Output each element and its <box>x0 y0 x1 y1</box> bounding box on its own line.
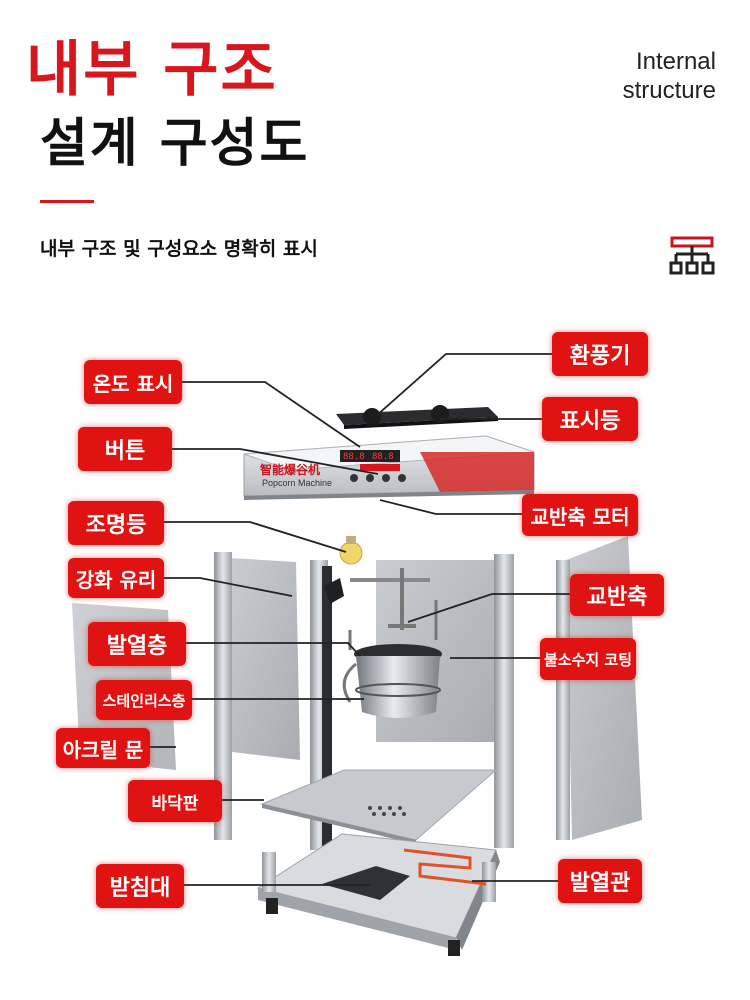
structure-icon <box>669 236 715 275</box>
brand-cn: 智能爆谷机 <box>259 462 320 477</box>
page-subtitle: 내부 구조 및 구성요소 명확히 표시 <box>40 238 318 260</box>
english-title-line2: structure <box>622 76 716 104</box>
label-stand: 받침대 <box>96 864 184 908</box>
leader-stir-shaft <box>407 593 570 623</box>
leader-lines <box>150 353 570 886</box>
leader-fan <box>375 353 552 417</box>
left-frame-post <box>214 552 232 840</box>
fan-lid <box>336 405 498 429</box>
left-glass-panel <box>230 558 300 760</box>
right-door-frame <box>556 560 570 840</box>
label-temp-display: 온도 표시 <box>84 360 182 404</box>
label-heating-tube: 발열관 <box>558 859 642 903</box>
leader-tempered-glass <box>164 577 293 597</box>
page-title: 내부 구조 <box>26 35 278 105</box>
label-acrylic-door: 아크릴 문 <box>56 728 150 768</box>
label-stainless-layer: 스테인리스층 <box>96 680 192 720</box>
label-teflon-coating: 불소수지 코팅 <box>540 638 636 680</box>
display-right: 88.8 <box>372 452 394 462</box>
label-tempered-glass: 강화 유리 <box>68 558 164 598</box>
kettle <box>324 578 442 718</box>
lamp <box>339 536 363 565</box>
label-lighting: 조명등 <box>68 501 164 545</box>
right-frame-post <box>494 554 514 848</box>
label-base-plate: 바닥판 <box>128 780 222 822</box>
label-heating-layer: 발열층 <box>88 622 186 666</box>
leader-button <box>172 448 379 475</box>
english-title: Internal structure <box>556 48 716 106</box>
leader-temp-display <box>182 381 361 448</box>
label-stir-motor: 교반축 모터 <box>522 494 638 536</box>
top-control-box: 智能爆谷机 Popcorn Machine 88.8 88.8 <box>243 435 535 500</box>
stand <box>256 833 500 956</box>
label-button: 버튼 <box>78 427 172 471</box>
stir-shaft <box>348 568 438 650</box>
brand-en: Popcorn Machine <box>262 478 332 488</box>
label-indicator-light: 표시등 <box>542 397 638 441</box>
leader-stir-motor <box>379 499 522 515</box>
display-left: 88.8 <box>343 452 365 462</box>
title-divider <box>40 200 94 203</box>
leader-lighting <box>164 521 347 553</box>
page-title-secondary: 설계 구성도 <box>40 114 310 174</box>
leader-heating-layer <box>186 642 361 657</box>
label-stir-shaft: 교반축 <box>570 574 664 616</box>
base-plate <box>260 769 498 844</box>
label-fan: 환풍기 <box>552 332 648 376</box>
english-title-line1: Internal <box>635 48 716 75</box>
